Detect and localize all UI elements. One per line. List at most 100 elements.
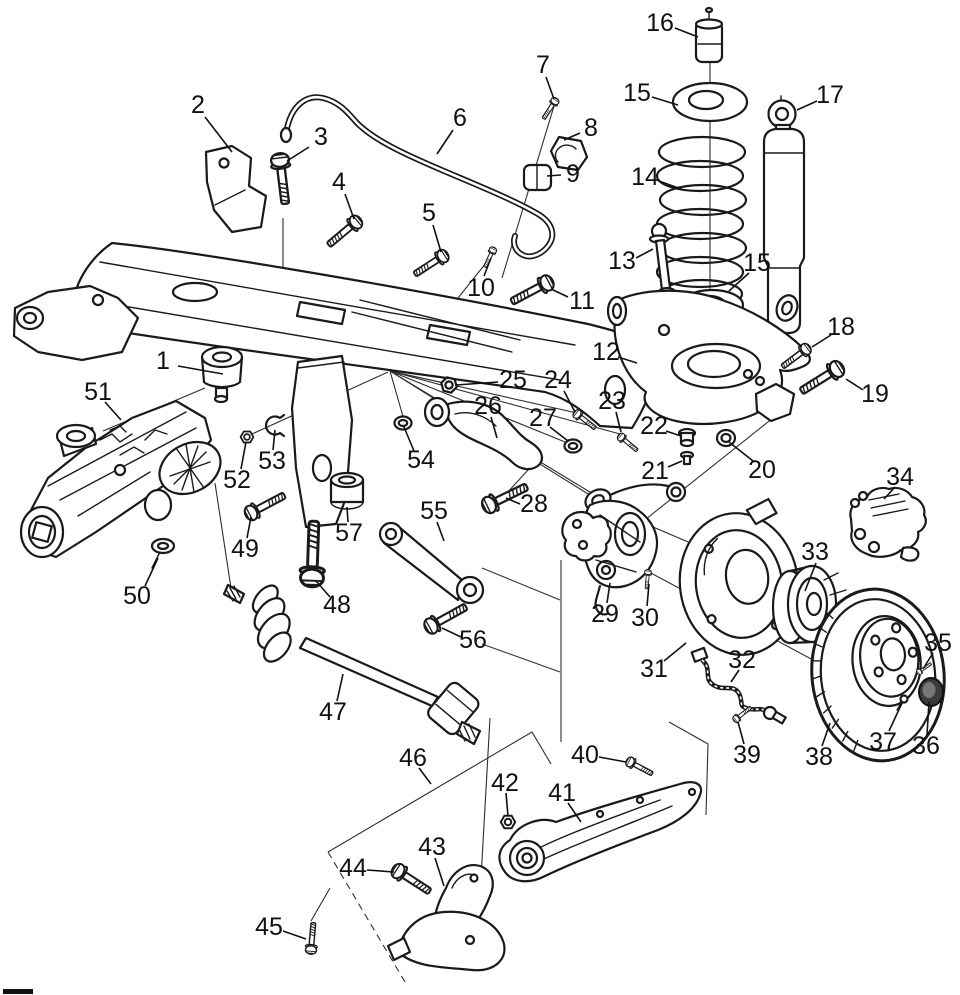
callout-number-12: 12	[592, 338, 620, 366]
stabilizer-bar-bushing	[522, 163, 553, 192]
callout-number-17: 17	[816, 81, 844, 109]
callout-number-48: 48	[323, 591, 351, 619]
callout-number-18: 18	[827, 313, 855, 341]
callout-leader-20	[728, 441, 754, 462]
fasteners	[239, 95, 934, 956]
callout-leader-52	[240, 441, 247, 470]
callout-number-44: 44	[339, 854, 367, 882]
callout-leader-50	[144, 557, 159, 587]
callout-leader-23	[615, 411, 622, 433]
callout-leader-11	[550, 288, 569, 298]
callout-number-36: 36	[912, 732, 940, 760]
callout-leader-57	[346, 506, 349, 523]
callout-number-11: 11	[569, 287, 595, 315]
callout-number-21: 21	[641, 457, 669, 485]
callout-leader-15	[728, 272, 750, 292]
callout-leader-34	[883, 486, 896, 500]
callout-number-15: 15	[623, 79, 651, 107]
callout-number-20: 20	[748, 456, 776, 484]
stabilizer-bar-bracket	[549, 135, 589, 172]
callout-leader-44	[366, 869, 395, 873]
page-corner-mark	[3, 989, 33, 994]
callout-number-5: 5	[422, 199, 436, 227]
callout-number-6: 6	[453, 104, 467, 132]
callout-number-34: 34	[886, 463, 914, 491]
subframe-crossmember	[12, 144, 657, 529]
callout-number-1: 1	[156, 347, 170, 375]
callout-leader-8	[563, 132, 581, 141]
callout-number-39: 39	[733, 741, 761, 769]
callout-leader-17	[796, 100, 818, 111]
callout-number-8: 8	[584, 114, 598, 142]
callout-number-52: 52	[223, 466, 251, 494]
callout-leader-30	[646, 583, 650, 607]
callout-number-47: 47	[319, 698, 347, 726]
callout-leader-46	[418, 767, 432, 785]
brake-rotor	[810, 587, 946, 763]
callout-number-40: 40	[571, 741, 599, 769]
callout-number-57: 57	[335, 519, 363, 547]
callout-number-14: 14	[631, 163, 659, 191]
knuckle	[561, 481, 687, 616]
callout-leader-47	[336, 673, 344, 702]
callout-leader-10	[483, 257, 492, 277]
callout-number-55: 55	[420, 497, 448, 525]
callout-leader-49	[246, 516, 252, 539]
callout-number-32: 32	[728, 646, 756, 674]
abs-sensor-wire	[690, 646, 787, 725]
stabilizer-bar	[279, 94, 556, 260]
callout-number-13: 13	[608, 247, 636, 275]
arm-bushing-stop	[677, 427, 697, 448]
callout-leader-3	[286, 146, 310, 162]
callout-leader-27	[549, 426, 569, 442]
callout-leader-33	[804, 562, 817, 592]
callout-leader-25	[455, 381, 499, 386]
link-bushing	[329, 471, 365, 510]
callout-number-15: 15	[743, 249, 771, 277]
callout-number-25: 25	[499, 366, 527, 394]
lower-control-arm	[498, 781, 703, 883]
coil-spring	[655, 135, 748, 310]
callout-leader-7	[545, 76, 555, 100]
callout-leader-28	[505, 497, 521, 505]
callout-leader-6	[436, 129, 454, 155]
differential	[19, 399, 222, 559]
spring-insulator-upper	[671, 81, 749, 123]
brake-caliper	[849, 486, 927, 562]
callout-number-16: 16	[646, 9, 674, 37]
callout-leader-42	[505, 792, 509, 817]
callout-leader-24	[563, 390, 576, 413]
callout-leader-18	[811, 334, 832, 348]
callout-number-49: 49	[231, 535, 259, 563]
callout-number-46: 46	[399, 744, 427, 772]
callout-leader-41	[567, 802, 582, 823]
upper-control-arm	[606, 289, 811, 426]
callout-number-23: 23	[598, 387, 626, 415]
shock-absorber	[762, 95, 806, 335]
callout-number-3: 3	[314, 123, 328, 151]
callout-number-19: 19	[861, 380, 889, 408]
callout-leader-13	[635, 248, 654, 259]
bracket-43	[386, 864, 506, 972]
callout-number-31: 31	[640, 655, 668, 683]
callout-leader-5	[432, 224, 442, 253]
callout-number-7: 7	[536, 51, 550, 79]
callout-leader-12	[617, 356, 638, 364]
callout-leader-9	[546, 174, 562, 177]
callout-leader-54	[403, 426, 415, 452]
arm-nut	[715, 428, 737, 448]
callout-number-56: 56	[459, 626, 487, 654]
callout-leader-22	[665, 430, 682, 437]
callout-number-42: 42	[491, 769, 519, 797]
callout-number-38: 38	[805, 743, 833, 771]
callout-number-51: 51	[84, 378, 112, 406]
callout-number-29: 29	[591, 600, 619, 628]
callout-number-30: 30	[631, 604, 659, 632]
callout-leader-14	[658, 180, 682, 190]
callout-leader-51	[104, 401, 122, 421]
toe-link	[378, 521, 485, 605]
callout-leader-45	[282, 930, 307, 940]
callout-number-28: 28	[520, 490, 548, 518]
callout-number-26: 26	[474, 392, 502, 420]
